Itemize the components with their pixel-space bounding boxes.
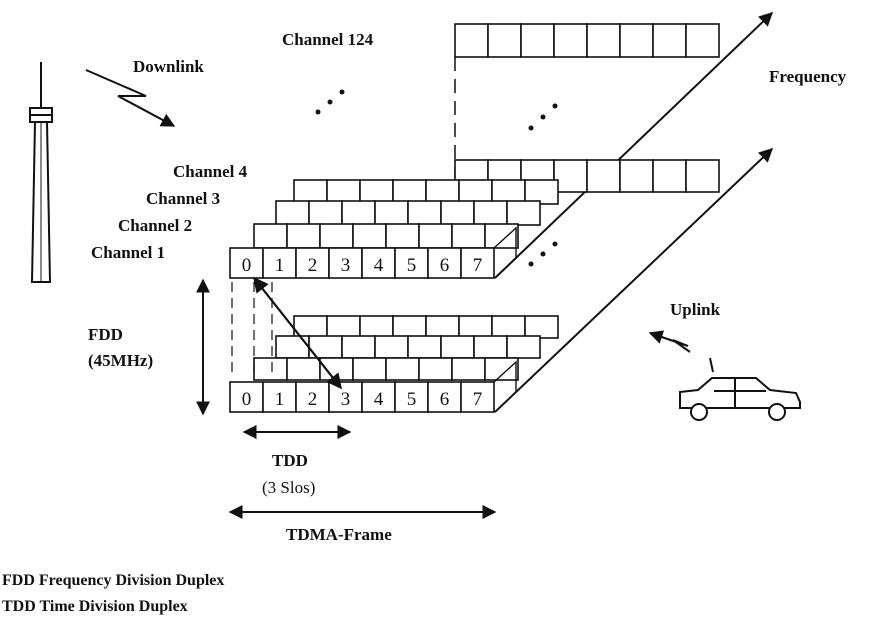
downlink-ch3-slot-5 bbox=[441, 201, 474, 225]
uplink-ch3-slot-3 bbox=[375, 336, 408, 358]
downlink-ch1-slot-label-5: 5 bbox=[407, 255, 417, 276]
downlink-ch2-slot-0 bbox=[254, 224, 287, 248]
uplink-ch4-slot-4 bbox=[426, 316, 459, 338]
tdd-value: (3 Slos) bbox=[262, 478, 315, 497]
uplink-ch3-slot-4 bbox=[408, 336, 441, 358]
downlink-ch3-slot-7 bbox=[507, 201, 540, 225]
uplink-channel-2-row bbox=[254, 358, 518, 380]
uplink-ch1-slot-label-0: 0 bbox=[242, 389, 252, 410]
downlink-ch1-slot-label-4: 4 bbox=[374, 255, 384, 276]
channel-124-slot-2 bbox=[521, 24, 554, 57]
frequency-axis-label: Frequency bbox=[769, 67, 847, 86]
uplink-ch1-slot-label-1: 1 bbox=[275, 389, 285, 410]
legend-tdd: TDD Time Division Duplex bbox=[2, 598, 188, 615]
uplink-ch1-slot-label-5: 5 bbox=[407, 389, 417, 410]
uplink-ch2-slot-0 bbox=[254, 358, 287, 380]
downlink-ch2-slot-7 bbox=[485, 224, 518, 248]
downlink-ch3-slot-0 bbox=[276, 201, 309, 225]
uplink-ch4-slot-5 bbox=[459, 316, 492, 338]
uplink-ch3-slot-5 bbox=[441, 336, 474, 358]
uplink-ch3-slot-7 bbox=[507, 336, 540, 358]
uplink-ch4-slot-7 bbox=[525, 316, 558, 338]
uplink-signal-icon bbox=[650, 333, 690, 352]
downlink-ch3-slot-3 bbox=[375, 201, 408, 225]
uplink-ch4-slot-6 bbox=[492, 316, 525, 338]
downlink-ch3-slot-4 bbox=[408, 201, 441, 225]
downlink-ch1-slot-label-3: 3 bbox=[341, 255, 351, 276]
base-station-tower-icon bbox=[30, 62, 52, 282]
channel-4-upper-slot-6 bbox=[653, 160, 686, 192]
channel-124-label: Channel 124 bbox=[282, 30, 374, 49]
channel-124-slot-5 bbox=[620, 24, 653, 57]
uplink-ch1-slot-label-2: 2 bbox=[308, 389, 318, 410]
downlink-ch2-slot-4 bbox=[386, 224, 419, 248]
uplink-ch3-slot-0 bbox=[276, 336, 309, 358]
downlink-ch3-slot-1 bbox=[309, 201, 342, 225]
channel-4-upper-slot-7 bbox=[686, 160, 719, 192]
channel-4-label: Channel 4 bbox=[173, 162, 248, 181]
uplink-ch3-slot-6 bbox=[474, 336, 507, 358]
downlink-ch3-slot-6 bbox=[474, 201, 507, 225]
channel-3-label: Channel 3 bbox=[146, 189, 220, 208]
channel-124-slot-1 bbox=[488, 24, 521, 57]
downlink-ch1-slot-label-2: 2 bbox=[308, 255, 318, 276]
channel-4-upper-slot-3 bbox=[554, 160, 587, 192]
channel-124-slot-6 bbox=[653, 24, 686, 57]
downlink-ch1-slot-label-0: 0 bbox=[242, 255, 252, 276]
tdma-frame-label: TDMA-Frame bbox=[286, 525, 392, 544]
uplink-ch2-slot-5 bbox=[419, 358, 452, 380]
downlink-ch1-slot-label-7: 7 bbox=[473, 255, 483, 276]
uplink-ch3-slot-2 bbox=[342, 336, 375, 358]
channel-124-slot-0 bbox=[455, 24, 488, 57]
channel-124-slot-row bbox=[455, 24, 719, 57]
uplink-ch2-slot-4 bbox=[386, 358, 419, 380]
ellipsis-dots-right bbox=[529, 104, 558, 131]
uplink-ch2-slot-6 bbox=[452, 358, 485, 380]
uplink-ch4-slot-3 bbox=[393, 316, 426, 338]
downlink-channel-3-row bbox=[276, 201, 540, 225]
uplink-ch1-slot-label-4: 4 bbox=[374, 389, 384, 410]
downlink-ch2-slot-1 bbox=[287, 224, 320, 248]
channel-4-upper-slot-5 bbox=[620, 160, 653, 192]
fdd-value: (45MHz) bbox=[88, 351, 153, 370]
channel-124-slot-3 bbox=[554, 24, 587, 57]
downlink-ch2-slot-6 bbox=[452, 224, 485, 248]
downlink-ch2-slot-3 bbox=[353, 224, 386, 248]
downlink-ch2-slot-5 bbox=[419, 224, 452, 248]
uplink-ch1-slot-label-7: 7 bbox=[473, 389, 483, 410]
ellipsis-dots-lower bbox=[529, 242, 558, 267]
downlink-ch1-slot-label-1: 1 bbox=[275, 255, 285, 276]
downlink-ch2-slot-2 bbox=[320, 224, 353, 248]
tdd-label: TDD bbox=[272, 451, 308, 470]
channel-1-label: Channel 1 bbox=[91, 243, 165, 262]
uplink-ch2-slot-3 bbox=[353, 358, 386, 380]
channel-4-upper-slot-4 bbox=[587, 160, 620, 192]
uplink-ch1-slot-label-3: 3 bbox=[341, 389, 351, 410]
uplink-ch4-slot-2 bbox=[360, 316, 393, 338]
uplink-channel-4-row bbox=[294, 316, 558, 338]
downlink-label: Downlink bbox=[133, 57, 204, 76]
channel-124-slot-4 bbox=[587, 24, 620, 57]
legend-fdd: FDD Frequency Division Duplex bbox=[2, 572, 224, 589]
uplink-ch2-slot-1 bbox=[287, 358, 320, 380]
uplink-ch1-slot-label-6: 6 bbox=[440, 389, 450, 410]
uplink-ch4-slot-1 bbox=[327, 316, 360, 338]
uplink-ch2-slot-7 bbox=[485, 358, 518, 380]
downlink-ch3-slot-2 bbox=[342, 201, 375, 225]
car-icon bbox=[680, 358, 800, 420]
channel-2-label: Channel 2 bbox=[118, 216, 192, 235]
downlink-ch1-slot-label-6: 6 bbox=[440, 255, 450, 276]
uplink-label: Uplink bbox=[670, 300, 721, 319]
fdd-label: FDD bbox=[88, 325, 123, 344]
channel-124-slot-7 bbox=[686, 24, 719, 57]
ellipsis-dots-left bbox=[316, 90, 345, 115]
downlink-channel-2-row bbox=[254, 224, 518, 248]
downlink-signal-icon bbox=[86, 70, 174, 126]
